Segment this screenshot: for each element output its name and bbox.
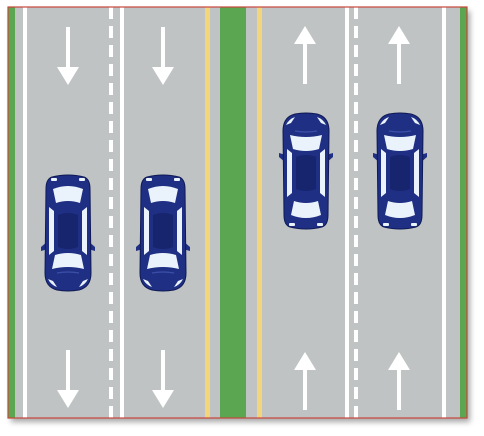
center-line-left: [205, 7, 210, 418]
car-icon: [278, 112, 334, 230]
left-edge-line: [23, 7, 27, 418]
median: [220, 7, 246, 418]
car-icon: [40, 174, 96, 292]
left-inner-line: [120, 7, 124, 418]
center-line-right: [257, 7, 262, 418]
right-edge-line: [442, 7, 446, 418]
car-icon: [372, 112, 428, 230]
frame-border: [7, 6, 468, 419]
right-shoulder-strip: [460, 7, 467, 418]
left-shoulder-strip: [8, 7, 15, 418]
car-icon: [135, 174, 191, 292]
right-inner-line: [345, 7, 349, 418]
